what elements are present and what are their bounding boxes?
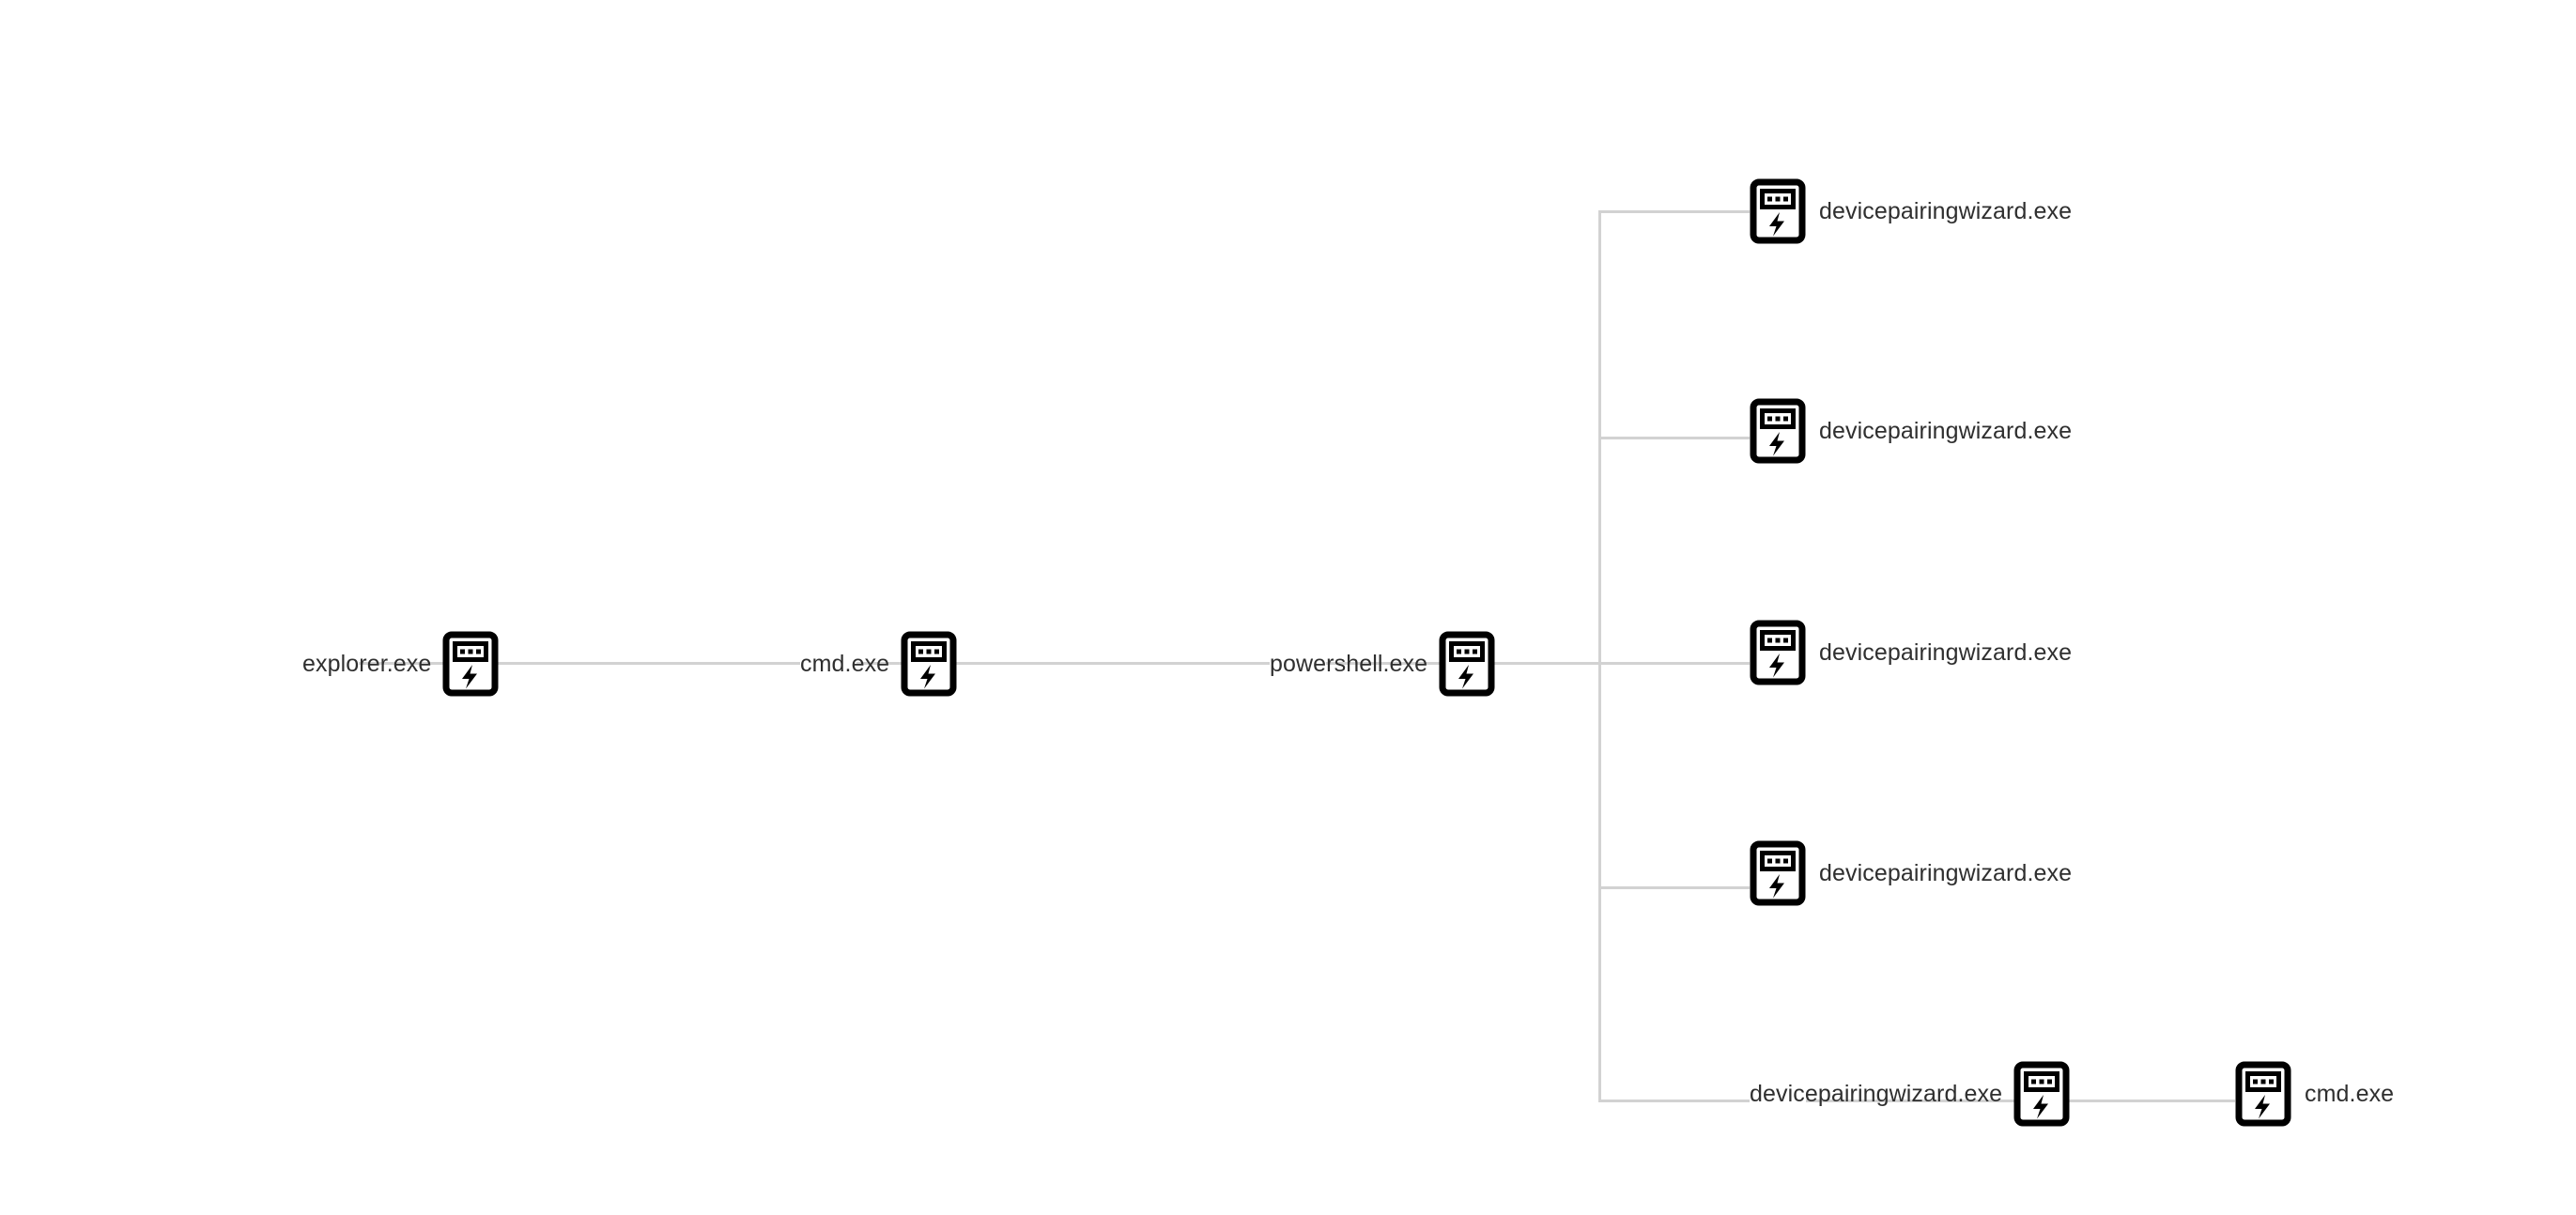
process-node-cmd-1[interactable]: cmd.exe bbox=[800, 631, 957, 697]
edge-powershell-to-trunk bbox=[1326, 662, 1750, 665]
process-executable-icon bbox=[1750, 398, 1806, 464]
edge-trunk-to-child-5 bbox=[1598, 1100, 1750, 1102]
process-node-explorer[interactable]: explorer.exe bbox=[302, 631, 499, 697]
process-node-label: cmd.exe bbox=[2305, 1080, 2395, 1107]
process-executable-icon bbox=[2013, 1061, 2070, 1127]
process-executable-icon bbox=[442, 631, 499, 697]
edge-trunk-to-child-2 bbox=[1598, 437, 1750, 439]
edge-trunk-to-child-1 bbox=[1598, 210, 1750, 213]
process-node-powershell[interactable]: powershell.exe bbox=[1270, 631, 1495, 697]
process-node-devicepairingwizard-3[interactable]: devicepairingwizard.exe bbox=[1750, 620, 2072, 685]
edge-cmd-to-powershell bbox=[856, 662, 1270, 665]
process-node-devicepairingwizard-5[interactable]: devicepairingwizard.exe bbox=[1750, 1061, 2070, 1127]
process-node-label: cmd.exe bbox=[800, 650, 890, 677]
process-node-devicepairingwizard-4[interactable]: devicepairingwizard.exe bbox=[1750, 840, 2072, 906]
process-node-label: explorer.exe bbox=[302, 650, 432, 677]
process-executable-icon bbox=[1750, 178, 1806, 244]
edge-explorer-to-cmd bbox=[359, 662, 800, 665]
edge-trunk-to-child-4 bbox=[1598, 886, 1750, 889]
process-executable-icon bbox=[1439, 631, 1495, 697]
process-node-devicepairingwizard-2[interactable]: devicepairingwizard.exe bbox=[1750, 398, 2072, 464]
process-node-cmd-2[interactable]: cmd.exe bbox=[2235, 1061, 2394, 1127]
process-executable-icon bbox=[1750, 840, 1806, 906]
edge-trunk-vertical bbox=[1598, 211, 1601, 1100]
process-executable-icon bbox=[901, 631, 957, 697]
process-node-label: devicepairingwizard.exe bbox=[1819, 417, 2073, 444]
process-executable-icon bbox=[2235, 1061, 2291, 1127]
process-node-label: devicepairingwizard.exe bbox=[1819, 197, 2073, 224]
process-executable-icon bbox=[1750, 620, 1806, 685]
process-node-label: devicepairingwizard.exe bbox=[1819, 638, 2073, 666]
process-node-label: devicepairingwizard.exe bbox=[1750, 1080, 2003, 1107]
process-node-label: powershell.exe bbox=[1270, 650, 1428, 677]
process-node-devicepairingwizard-1[interactable]: devicepairingwizard.exe bbox=[1750, 178, 2072, 244]
process-node-label: devicepairingwizard.exe bbox=[1819, 859, 2073, 886]
